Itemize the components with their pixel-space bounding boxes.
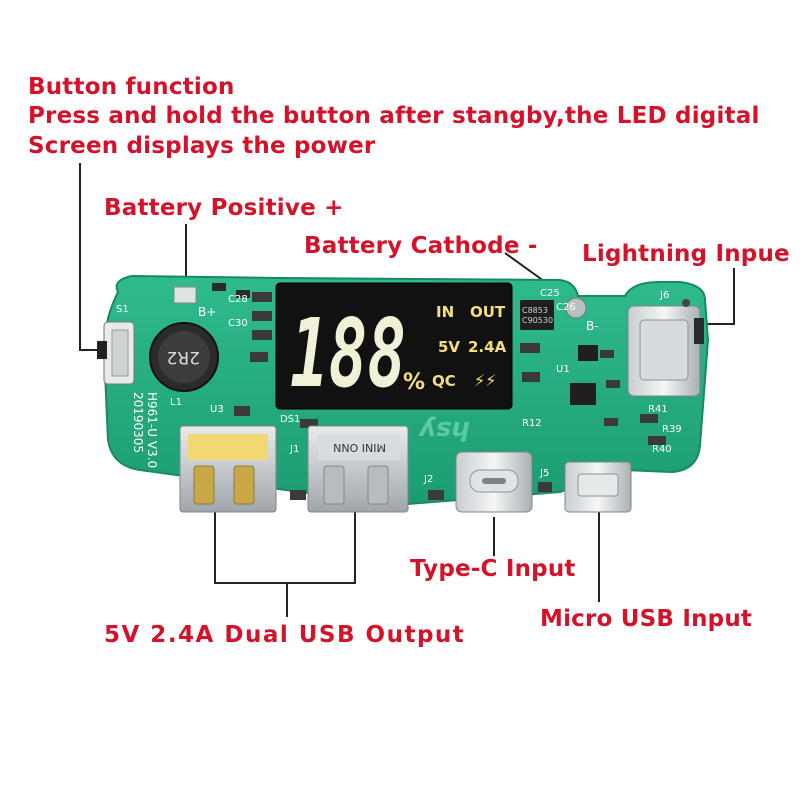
usb-output-label: 5V 2.4A Dual USB Output (104, 622, 466, 648)
silk-c28: C28 (228, 294, 248, 305)
silk-j1: J1 (289, 444, 299, 455)
silk-s1: S1 (116, 304, 129, 315)
battery-cathode-pad (565, 297, 587, 319)
display-out: OUT (470, 303, 506, 321)
display-amp: 2.4A (468, 338, 507, 356)
silk-c26: C26 (556, 302, 576, 313)
silk-j2: J2 (423, 474, 433, 485)
silk-b-plus: B+ (198, 305, 216, 319)
display-percent: % (403, 370, 425, 395)
silk-date: 20190305 (131, 392, 145, 453)
button-function-desc-line2: Screen displays the power (28, 133, 376, 159)
battery-positive-pad (173, 286, 197, 304)
display-digits: 188 (290, 300, 406, 409)
display-flash-icon: ⚡⚡ (474, 371, 496, 390)
silk-c25: C25 (540, 288, 560, 299)
smd-components (212, 283, 666, 500)
silk-r41: R41 (648, 404, 668, 415)
silk-c30: C30 (228, 318, 248, 329)
usb-a-port-2 (307, 425, 409, 513)
button-function-desc-line1: Press and hold the button after stangby,… (28, 103, 760, 129)
micro-usb-input-label: Micro USB Input (540, 606, 753, 632)
silk-ds1: DS1 (280, 414, 300, 425)
usb-a-port-1 (179, 425, 277, 513)
silk-r40: R40 (652, 444, 672, 455)
silk-mini-onn: MINI ONN (333, 441, 386, 454)
battery-cathode-label: Battery Cathode - (304, 233, 538, 259)
button-function-title: Button function (28, 74, 235, 100)
silk-j5: J5 (539, 468, 549, 479)
display-qc: QC (432, 372, 456, 390)
silk-u3: U3 (210, 404, 224, 415)
silk-u1: U1 (556, 364, 570, 375)
silk-r12: R12 (522, 418, 542, 429)
silk-logo: hsy (418, 415, 470, 445)
silk-ic-1: C8853 (522, 306, 548, 315)
silk-j6: J6 (659, 290, 669, 301)
silk-l1: L1 (170, 397, 182, 408)
type-c-port (455, 451, 533, 513)
silk-model: H961-U V3.0 (145, 392, 159, 468)
lightning-input-label: Lightning Inpue (582, 241, 790, 267)
silk-inductor: 2R2 (167, 347, 200, 367)
display-volt: 5V (438, 338, 460, 356)
battery-positive-label: Battery Positive + (104, 195, 344, 221)
silk-r39: R39 (662, 424, 682, 435)
silk-b-minus: B- (586, 319, 599, 333)
lightning-port (627, 299, 704, 397)
micro-usb-port (564, 461, 632, 513)
typec-input-label: Type-C Input (410, 556, 576, 582)
display-in: IN (436, 303, 454, 321)
silk-ic-2: C90530 (522, 316, 553, 325)
led-display (275, 282, 513, 410)
